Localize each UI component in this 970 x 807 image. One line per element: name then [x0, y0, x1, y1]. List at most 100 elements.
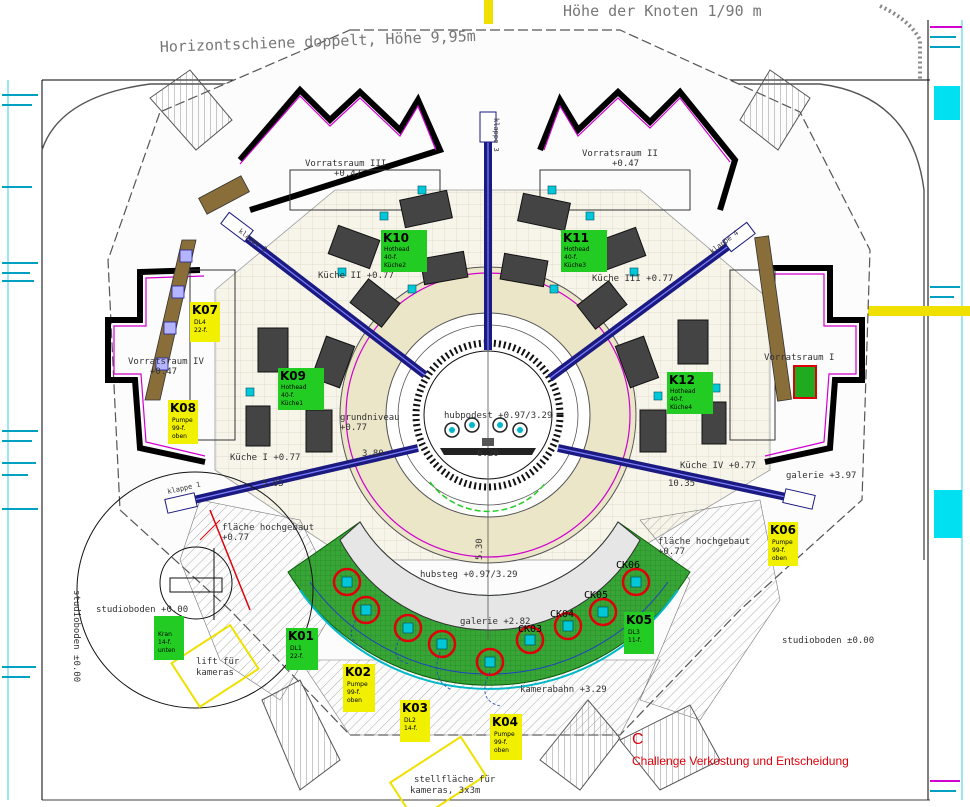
vorratsraum-2-label: Vorratsraum II	[582, 149, 658, 159]
outer-stairs	[149, 69, 811, 791]
svg-text:Hothead: Hothead	[670, 388, 696, 395]
camera-tag-bg	[286, 628, 318, 670]
svg-text:K11: K11	[563, 231, 589, 245]
svg-text:oben: oben	[347, 697, 362, 704]
kueche-2-label: Küche II +0.77	[318, 271, 394, 281]
lift-label-2: kameras	[196, 668, 234, 678]
svg-text:K06: K06	[770, 523, 796, 537]
kitchen-tag-k11: K11 Hothead 40-f. Küche3	[561, 230, 607, 272]
stellflaeche-label-1: stellfläche für	[414, 775, 496, 785]
lift-label-1: lift für	[196, 657, 240, 667]
svg-text:Hothead: Hothead	[564, 246, 590, 253]
title-right: Höhe der Knoten 1/90 m	[563, 2, 762, 20]
camera-tag-k01: K01 DL1 22-f.	[286, 628, 318, 670]
svg-text:K10: K10	[383, 231, 409, 245]
galerie-inner-label: galerie +2.82	[460, 617, 530, 627]
ck06-label: CK06	[616, 560, 640, 571]
kueche-1-label: Küche I +0.77	[230, 453, 300, 463]
svg-text:99-f.: 99-f.	[494, 739, 507, 746]
svg-text:99-f.: 99-f.	[347, 689, 360, 696]
svg-text:22-f.: 22-f.	[194, 327, 207, 334]
camera-tag-k04: K04 Pumpe 99-f. oben	[490, 714, 522, 760]
dim-center: 5.30	[475, 538, 485, 560]
challenge-letter: C	[632, 731, 644, 748]
vorratsraum-3-label: Vorratsraum III	[305, 159, 386, 169]
kueche-3-label: Küche III +0.77	[592, 274, 673, 284]
lift-frame	[170, 623, 260, 709]
vorratsraum-2-height: +0.47	[612, 159, 639, 169]
grundniveau-height: +0.77	[340, 423, 367, 433]
svg-text:K04: K04	[492, 715, 518, 729]
hatched-area-right	[639, 499, 781, 721]
ck03-label: CK03	[518, 624, 542, 635]
camera-tag-k05: K05 DL3 11-f.	[624, 612, 654, 654]
challenge-caption: C Challenge Verkostung und Entscheidung	[632, 731, 849, 768]
camera-tag-k03: K03 DL2 14-f.	[400, 700, 430, 742]
dim-left-2: 5.05	[262, 479, 284, 489]
svg-text:99-f.: 99-f.	[772, 547, 785, 554]
kitchen-tag-k12: K12 Hothead 40-f. Küche4	[667, 372, 713, 414]
svg-text:Hothead: Hothead	[281, 384, 307, 391]
kran-tag: Kran 14-f. unten	[154, 616, 184, 660]
flaeche-right-label: fläche hochgebaut	[658, 537, 750, 547]
svg-text:Kran: Kran	[158, 631, 172, 638]
grundniveau-label: grundniveau	[340, 413, 400, 423]
kran-circle	[76, 471, 314, 709]
vorratsraum-4-label: Vorratsraum IV	[128, 357, 204, 367]
svg-text:40-f.: 40-f.	[384, 254, 397, 261]
svg-text:K01: K01	[288, 629, 314, 643]
gallery-cameras	[332, 567, 651, 707]
svg-text:22-f.: 22-f.	[290, 653, 303, 660]
svg-text:Hothead: Hothead	[384, 246, 410, 253]
camera-tag-k08: K08 Pumpe 99-f. oben	[168, 400, 198, 444]
hubsteg-arc	[339, 521, 641, 631]
shelves	[189, 169, 776, 441]
svg-text:Küche2: Küche2	[384, 262, 406, 269]
hubpodest-label: hubpodest +0.97/3.29	[444, 411, 552, 421]
svg-text:Küche1: Küche1	[281, 400, 303, 407]
studioboden-left-label: studioboden +0.00	[96, 605, 188, 615]
studioboden-right-label: studioboden ±0.00	[782, 636, 874, 646]
svg-text:Küche4: Küche4	[670, 404, 692, 411]
svg-text:11-f.: 11-f.	[628, 637, 641, 644]
klappen	[164, 111, 816, 514]
svg-text:14-f.: 14-f.	[404, 725, 417, 732]
svg-text:14-f.: 14-f.	[158, 639, 171, 646]
svg-text:Pumpe: Pumpe	[347, 681, 368, 688]
svg-text:99-f.: 99-f.	[172, 425, 185, 432]
dim-left: 3.80	[362, 449, 384, 459]
svg-text:DL3: DL3	[628, 629, 640, 636]
svg-text:Pumpe: Pumpe	[172, 417, 193, 424]
flaeche-left-label: fläche hochgebaut	[222, 523, 314, 533]
kueche-4-label: Küche IV +0.77	[680, 461, 756, 471]
kitchen-counters	[245, 189, 727, 453]
ck-labels: CK03 CK04 CK05 CK06	[518, 560, 640, 635]
vorratsraum-walls	[105, 85, 865, 465]
svg-text:oben: oben	[172, 433, 187, 440]
kitchen-tag-k09: K09 Hothead 40-f. Küche1	[278, 368, 324, 410]
stellflaeche-label-2: kameras, 3x3m	[410, 786, 480, 796]
kitchen-cameras	[245, 185, 721, 401]
svg-text:Pumpe: Pumpe	[772, 539, 793, 546]
svg-text:oben: oben	[772, 555, 787, 562]
hubpodest-cameras	[440, 417, 536, 455]
vorratsraum-3-height: +0.47	[334, 169, 361, 179]
svg-text:Pumpe: Pumpe	[494, 731, 515, 738]
svg-text:40-f.: 40-f.	[564, 254, 577, 261]
vorratsraum-1-label: Vorratsraum I	[764, 353, 834, 363]
klappe-3-label: klappe 3	[492, 118, 500, 152]
flaeche-left-height: +0.77	[222, 533, 249, 543]
svg-text:K09: K09	[280, 369, 306, 383]
hubsteg-label: hubsteg +0.97/3.29	[420, 570, 518, 580]
challenge-text: Challenge Verkostung und Entscheidung	[632, 754, 849, 768]
svg-text:DL4: DL4	[194, 319, 206, 326]
svg-text:40-f.: 40-f.	[281, 392, 294, 399]
stellflaeche-frame	[388, 735, 488, 807]
svg-text:K05: K05	[626, 613, 652, 627]
svg-text:K02: K02	[345, 665, 371, 679]
kamerabahn-label: kamerabahn +3.29	[520, 685, 607, 695]
svg-text:K07: K07	[192, 303, 218, 317]
vorrat-iv-rack	[144, 239, 197, 401]
